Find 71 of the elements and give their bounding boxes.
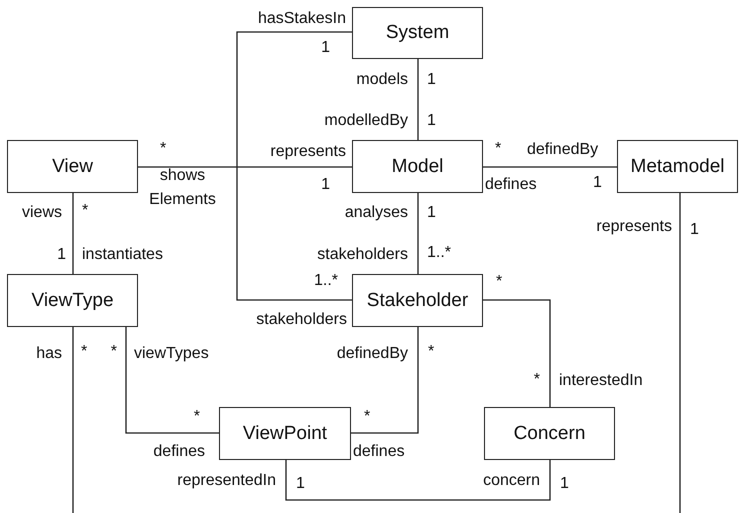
class-name: ViewPoint — [242, 422, 328, 444]
role-label: shows Elements — [148, 166, 217, 210]
role-label: 1..* — [314, 271, 338, 291]
role-label: * — [364, 407, 370, 427]
role-label: defines — [485, 175, 537, 195]
role-label: instantiates — [82, 245, 163, 265]
role-label: * — [81, 342, 88, 362]
role-label: modelledBy — [324, 111, 408, 131]
association-line — [483, 166, 617, 168]
role-label: * — [194, 407, 200, 427]
role-label: 1 — [593, 173, 602, 193]
class-name: Stakeholder — [366, 290, 468, 312]
role-label: defines — [153, 442, 205, 462]
association-line — [417, 59, 419, 140]
association-line — [72, 193, 74, 274]
association-line — [125, 327, 219, 434]
association-line — [417, 193, 419, 274]
role-label: models — [356, 70, 408, 90]
role-label: stakeholders — [256, 310, 347, 330]
class-box — [7, 140, 138, 193]
role-label: * — [110, 342, 117, 362]
class-box — [352, 140, 483, 193]
class-box — [352, 274, 483, 327]
role-label: definedBy — [336, 344, 408, 364]
class-box — [219, 407, 351, 460]
role-label: hasStakesIn — [258, 9, 346, 29]
class-name: ViewType — [31, 290, 114, 312]
role-label: * — [534, 370, 540, 390]
association-line — [72, 327, 74, 513]
role-label: representedIn — [177, 471, 276, 491]
role-label: 1 — [427, 111, 436, 131]
role-label: viewTypes — [134, 344, 209, 364]
role-label: analyses — [344, 203, 408, 223]
role-label: * — [82, 201, 88, 221]
role-label: 1..* — [427, 243, 452, 263]
role-label: * — [496, 272, 502, 292]
class-box — [617, 140, 738, 193]
class-name: View — [52, 156, 93, 178]
class-box — [484, 407, 615, 460]
class-name: Metamodel — [630, 156, 724, 178]
association-line — [236, 31, 352, 301]
class-name: System — [386, 22, 450, 44]
role-label: * — [495, 139, 502, 159]
role-label: concern — [483, 471, 540, 491]
role-label: 1 — [321, 175, 330, 195]
role-label: defines — [353, 442, 405, 462]
class-box — [352, 7, 483, 59]
role-label: 1 — [427, 203, 436, 223]
class-name: Concern — [514, 422, 586, 444]
role-label: 1 — [427, 70, 436, 90]
role-label: 1 — [321, 38, 330, 58]
class-box — [7, 274, 138, 327]
class-name: Model — [392, 156, 444, 178]
role-label: views — [22, 203, 62, 223]
role-label: * — [428, 342, 434, 362]
role-label: * — [160, 139, 166, 159]
association-line — [138, 166, 352, 168]
role-label: 1 — [560, 474, 569, 494]
role-label: has — [36, 344, 62, 364]
role-label: 1 — [296, 474, 305, 494]
association-line — [351, 327, 419, 434]
association-line — [679, 193, 681, 513]
association-line — [483, 299, 551, 407]
role-label: stakeholders — [317, 245, 408, 265]
role-label: interestedIn — [559, 371, 643, 391]
role-label: represents — [270, 142, 346, 162]
role-label: 1 — [690, 220, 699, 240]
association-line — [285, 460, 551, 501]
role-label: definedBy — [527, 140, 598, 160]
role-label: 1 — [57, 245, 66, 265]
role-label: represents — [596, 217, 672, 237]
